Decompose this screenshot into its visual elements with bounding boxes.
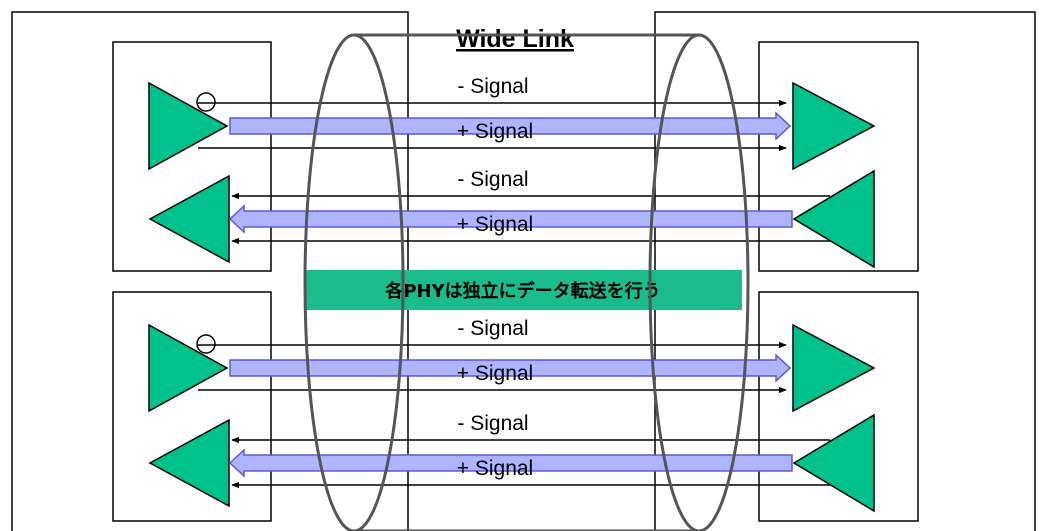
inverter-bubble-icon bbox=[196, 92, 216, 112]
diagram-title: Wide Link bbox=[456, 25, 574, 53]
transmitter-triangle-icon bbox=[792, 413, 875, 513]
plus-signal-arrow bbox=[229, 353, 792, 383]
banner-text: 各PHYは独立にデータ転送を行う bbox=[384, 280, 660, 302]
plus-signal-label: + Signal bbox=[457, 362, 533, 385]
minus-signal-label: - Signal bbox=[457, 412, 528, 435]
receiver-triangle-icon bbox=[792, 323, 876, 413]
transmitter-triangle-icon bbox=[148, 323, 229, 413]
channels-layer: - Signal+ Signal- Signal+ Signal- Signal… bbox=[148, 75, 876, 513]
banner-box bbox=[305, 270, 742, 310]
plus-signal-arrow bbox=[228, 448, 793, 478]
plus-signal-label: + Signal bbox=[457, 120, 533, 143]
channel-4: - Signal + Signal bbox=[148, 412, 875, 513]
channel-3: - Signal + Signal bbox=[148, 317, 876, 413]
receiver-triangle-icon bbox=[792, 81, 876, 171]
transmitter-triangle-icon bbox=[148, 81, 229, 171]
plus-signal-arrow bbox=[229, 111, 792, 141]
minus-signal-label: - Signal bbox=[457, 168, 528, 191]
minus-signal-label: - Signal bbox=[457, 75, 528, 98]
plus-signal-label: + Signal bbox=[457, 213, 533, 236]
channel-1: - Signal + Signal bbox=[148, 75, 876, 171]
minus-signal-label: - Signal bbox=[457, 317, 528, 340]
transmitter-triangle-icon bbox=[792, 169, 875, 269]
inverter-bubble-icon bbox=[196, 334, 216, 354]
plus-signal-label: + Signal bbox=[457, 457, 533, 480]
cable-bundle bbox=[303, 33, 750, 531]
